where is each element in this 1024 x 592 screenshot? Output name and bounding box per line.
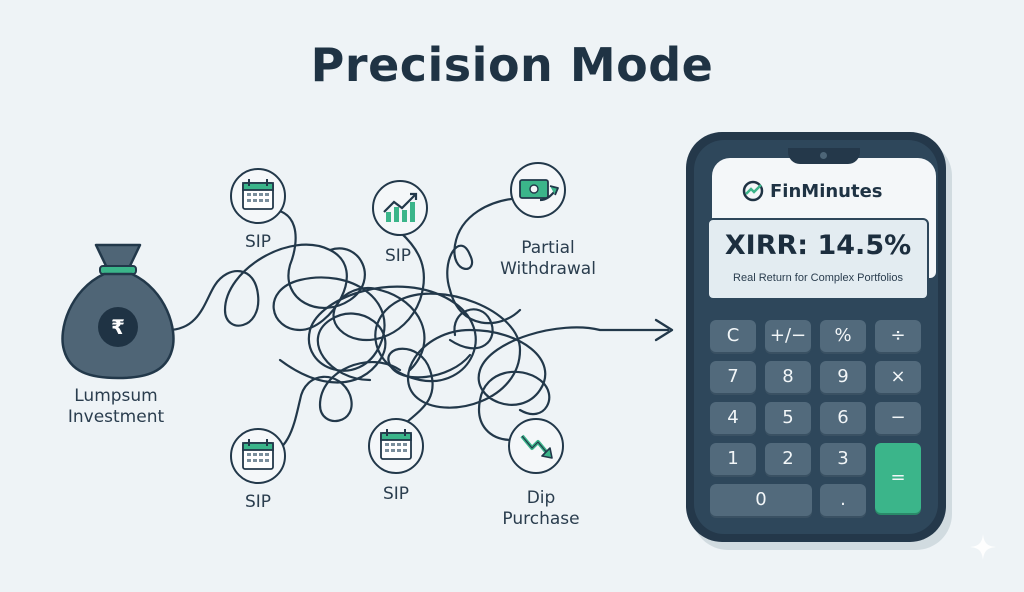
svg-text:₹: ₹ — [111, 315, 125, 339]
sparkle-icon — [970, 534, 996, 560]
finminutes-logo-icon — [742, 180, 764, 202]
result-caption: Real Return for Complex Portfolios — [733, 272, 903, 284]
arrow-head-icon — [654, 318, 674, 342]
key-6[interactable]: 6 — [820, 402, 866, 434]
calendar-icon — [368, 418, 424, 474]
key-4[interactable]: 4 — [710, 402, 756, 434]
key-decimal[interactable]: . — [820, 484, 866, 516]
label-text: Lumpsum Investment — [67, 386, 165, 427]
cash-out-icon — [510, 162, 566, 218]
key-divide[interactable]: ÷ — [875, 320, 921, 352]
lumpsum-investment-label: Lumpsum Investment — [56, 386, 176, 428]
partial-withdrawal-label: Partial Withdrawal — [488, 238, 608, 280]
key-0[interactable]: 0 — [710, 484, 812, 516]
key-8[interactable]: 8 — [765, 361, 811, 393]
label-text: Partial Withdrawal — [500, 238, 596, 279]
key-3[interactable]: 3 — [820, 443, 866, 475]
key-1[interactable]: 1 — [710, 443, 756, 475]
money-bag-rupee-icon: ₹ — [61, 243, 175, 380]
label-text: Dip Purchase — [502, 488, 580, 529]
page-title: Precision Mode — [310, 38, 714, 92]
calendar-icon — [230, 428, 286, 484]
key-plus-minus[interactable]: +/− — [765, 320, 811, 352]
brand-logo: FinMinutes — [742, 178, 883, 204]
key-7[interactable]: 7 — [710, 361, 756, 393]
key-9[interactable]: 9 — [820, 361, 866, 393]
trend-up-chart-icon — [372, 180, 428, 236]
calendar-icon — [230, 168, 286, 224]
key-equals[interactable]: = — [875, 443, 921, 513]
trend-down-arrow-icon — [508, 418, 564, 474]
tangled-cash-flow-line — [166, 196, 670, 457]
result-display: XIRR: 14.5% Real Return for Complex Port… — [707, 218, 929, 300]
phone-notch — [788, 148, 860, 164]
sip-label: SIP — [244, 492, 272, 512]
sip-label: SIP — [384, 246, 412, 266]
key-clear[interactable]: C — [710, 320, 756, 352]
key-2[interactable]: 2 — [765, 443, 811, 475]
sip-label: SIP — [244, 232, 272, 252]
key-5[interactable]: 5 — [765, 402, 811, 434]
brand-name: FinMinutes — [770, 180, 883, 202]
key-percent[interactable]: % — [820, 320, 866, 352]
key-multiply[interactable]: × — [875, 361, 921, 393]
camera-icon — [820, 152, 827, 159]
key-minus[interactable]: − — [875, 402, 921, 434]
xirr-result: XIRR: 14.5% — [724, 230, 912, 261]
sip-label: SIP — [382, 484, 410, 504]
dip-purchase-label: Dip Purchase — [486, 488, 596, 530]
